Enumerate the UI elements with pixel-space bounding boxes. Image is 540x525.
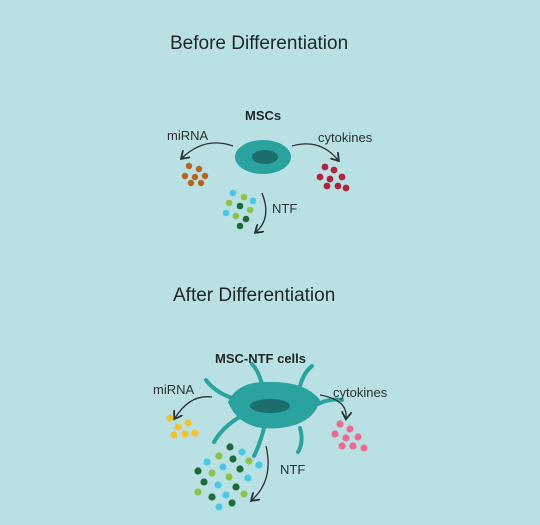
cytokines-cluster-before <box>316 163 350 192</box>
arrow-to-mirna-before <box>182 142 234 158</box>
ntf-label-before: NTF <box>272 201 298 216</box>
ntf-cluster-after <box>194 443 263 511</box>
msc-label: MSCs <box>245 108 282 123</box>
cytokines-label-after: cytokines <box>333 385 388 400</box>
arrow-to-ntf-before <box>256 192 267 232</box>
before-title: Before Differentiation <box>170 33 349 54</box>
cytokines-label-before: cytokines <box>318 130 373 145</box>
arrow-to-mirna-after <box>175 396 213 418</box>
mirna-label-after: miRNA <box>153 382 195 397</box>
cytokines-cluster-after <box>331 420 368 452</box>
arrow-to-cytokines-before <box>291 143 338 160</box>
mirna-cluster-after <box>166 414 199 439</box>
arrow-to-ntf-after <box>252 445 269 500</box>
msc-cell <box>235 140 291 174</box>
ntf-label-after: NTF <box>280 462 306 477</box>
mirna-label-before: miRNA <box>167 128 209 143</box>
msc-ntf-label: MSC-NTF cells <box>215 351 307 366</box>
mirna-cluster-before <box>181 162 209 187</box>
arrow-to-cytokines-after <box>319 394 346 418</box>
msc-ntf-cell <box>204 362 344 458</box>
after-title: After Differentiation <box>173 285 336 306</box>
ntf-cluster-before <box>222 189 257 230</box>
